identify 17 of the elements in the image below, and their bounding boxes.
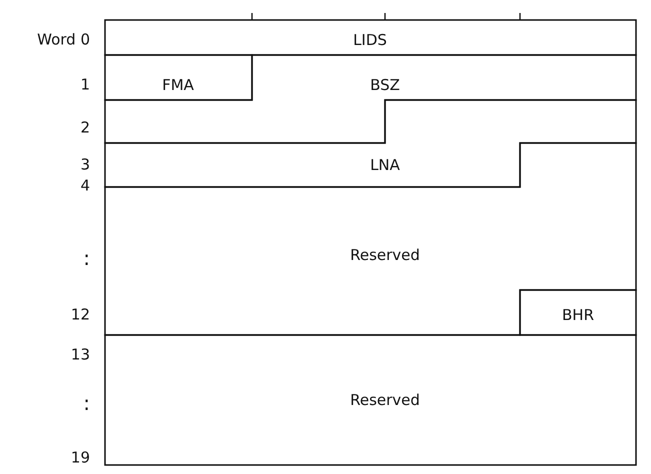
field-name: Reserved <box>350 391 420 409</box>
word-number: 3 <box>80 158 90 172</box>
word-number: Word 0 <box>37 32 90 48</box>
continuation-mark: : <box>83 393 90 413</box>
word-number: 4 <box>80 178 90 194</box>
word-number: 1 <box>80 78 90 92</box>
word-number: 13 <box>70 348 90 362</box>
continuation-mark: : <box>83 248 90 268</box>
field-name: BSZ <box>370 76 400 94</box>
word-number: 19 <box>70 450 90 466</box>
field-name: LIDS <box>353 31 387 49</box>
word-number: 2 <box>80 120 90 136</box>
field-name: LNA <box>370 156 400 174</box>
field-name: Reserved <box>350 246 420 264</box>
field-name: BHR <box>562 306 594 324</box>
word-number: 12 <box>70 308 90 322</box>
field-name: FMA <box>162 76 194 94</box>
